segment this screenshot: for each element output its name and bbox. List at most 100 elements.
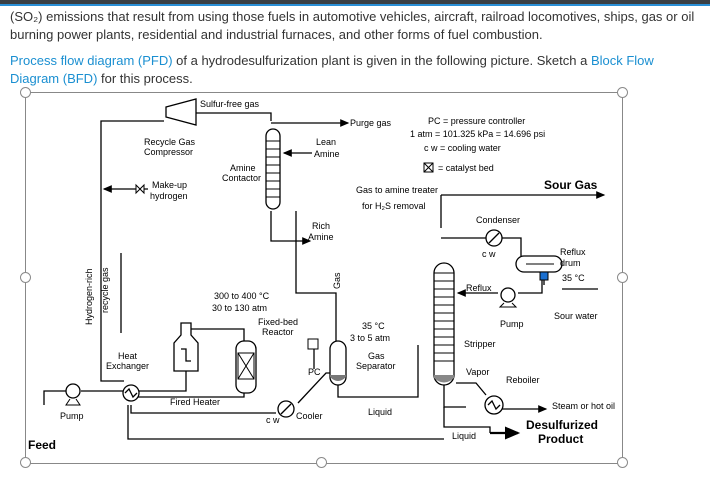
rich-amine-line <box>270 211 312 245</box>
resize-handle-middle-left[interactable] <box>20 272 31 283</box>
label-exchanger: Exchanger <box>106 361 149 371</box>
legend-catalyst-bed: = catalyst bed <box>438 163 494 173</box>
label-desulfurized: Desulfurized <box>526 418 598 432</box>
question-text-mid: of a hydrodesulfurization plant is given… <box>172 53 591 68</box>
reboiler <box>484 395 504 415</box>
label-reboiler: Reboiler <box>506 375 540 385</box>
label-feed: Feed <box>28 438 56 452</box>
liquid-bottom-line <box>443 407 491 433</box>
label-reflux: Reflux <box>466 283 492 293</box>
condenser <box>485 229 503 247</box>
cooler <box>277 400 295 418</box>
label-heat: Heat <box>118 351 138 361</box>
label-compressor: Compressor <box>144 147 193 157</box>
label-cooler: Cooler <box>296 411 323 421</box>
legend-cw: c w = cooling water <box>424 143 501 153</box>
feed-line <box>43 390 66 405</box>
stripper-bottom-line <box>443 385 466 408</box>
label-pump-right: Pump <box>500 319 524 329</box>
to-cooler-line <box>130 405 276 414</box>
separator-liquid-line <box>337 345 419 398</box>
label-sulfur-free-gas: Sulfur-free gas <box>200 99 260 109</box>
bfd-link[interactable]: Block Flow Diagram (BFD) <box>10 53 654 86</box>
hydrodesulfurization-pfd-image: Sulfur-free gas Purge gas PC = pressure … <box>25 92 623 464</box>
question-text-end: for this process. <box>97 71 193 86</box>
label-gas-separator-1: Gas <box>368 351 385 361</box>
fixed-bed-reactor <box>235 340 257 394</box>
label-gas-separator-2: Separator <box>356 361 396 371</box>
label-recycle-gas: Recycle Gas <box>144 137 196 147</box>
label-fixed-bed-1: Fixed-bed <box>258 317 298 327</box>
makeup-valve <box>135 183 145 195</box>
resize-handle-top-right[interactable] <box>617 87 628 98</box>
bottom-return-line <box>127 405 444 440</box>
label-product: Product <box>538 432 583 446</box>
label-fired-heater: Fired Heater <box>170 397 220 407</box>
legend-pc: PC = pressure controller <box>428 116 525 126</box>
label-lean: Lean <box>316 137 336 147</box>
intro-paragraph: (SO₂) emissions that result from using t… <box>10 9 695 42</box>
label-sour-water: Sour water <box>554 311 598 321</box>
reflux-drum <box>515 255 563 281</box>
pfd-piping <box>43 112 606 440</box>
label-rich: Rich <box>312 221 330 231</box>
reactor-effluent <box>138 393 245 398</box>
feed-pump <box>65 383 81 406</box>
label-purge-gas: Purge gas <box>350 118 392 128</box>
label-hydrogen-rich: Hydrogen-rich <box>84 268 94 325</box>
label-cw-condenser: c w <box>482 249 496 259</box>
resize-handle-top-left[interactable] <box>20 87 31 98</box>
label-pump-left: Pump <box>60 411 84 421</box>
label-temp-range: 300 to 400 °C <box>214 291 270 301</box>
gas-separator <box>329 340 347 386</box>
label-sep-pressure: 3 to 5 atm <box>350 333 390 343</box>
resize-handle-bottom-left[interactable] <box>20 457 31 468</box>
resize-handle-bottom-right[interactable] <box>617 457 628 468</box>
sulfur-free-gas-line <box>196 112 272 121</box>
pressure-controller <box>307 338 319 350</box>
reflux-drum-outlet <box>518 273 543 294</box>
fired-heater <box>173 322 199 372</box>
label-lean-amine: Amine <box>314 149 340 159</box>
amine-contactor <box>265 128 281 210</box>
label-stripper: Stripper <box>464 339 496 349</box>
pfd-link[interactable]: Process flow diagram (PFD) <box>10 53 173 68</box>
label-cw-cooler: c w <box>266 415 280 425</box>
condenser-line <box>441 237 522 256</box>
label-pressure-range: 30 to 130 atm <box>212 303 267 313</box>
reflux-pump <box>498 287 518 308</box>
label-reflux-drum-1: Reflux <box>560 247 586 257</box>
label-hydrogen: hydrogen <box>150 191 188 201</box>
label-recycle-gas-vertical: recycle gas <box>100 267 110 313</box>
to-heater-line <box>138 371 187 392</box>
label-amine-contactor-1: Amine <box>230 163 256 173</box>
top-bar <box>0 0 710 6</box>
vapor-line <box>456 382 487 396</box>
label-sep-temp: 35 °C <box>362 321 385 331</box>
label-pc: PC <box>308 367 321 377</box>
label-gas-to-amine: Gas to amine treater <box>356 185 438 195</box>
catalyst-bed-legend <box>423 162 434 173</box>
label-amine-contactor-2: Contactor <box>222 173 261 183</box>
resize-handle-middle-right[interactable] <box>617 272 628 283</box>
label-reflux-drum-2: drum <box>560 258 581 268</box>
top-bar-accent <box>0 4 710 6</box>
label-liquid-bottom: Liquid <box>452 431 476 441</box>
recycle-line <box>100 120 164 382</box>
label-steam: Steam or hot oil <box>552 401 615 411</box>
question-paragraph: Process flow diagram (PFD) of a hydrodes… <box>10 52 706 88</box>
label-liquid-mid: Liquid <box>368 407 392 417</box>
label-vapor: Vapor <box>466 367 489 377</box>
pfd-diagram: Sulfur-free gas Purge gas PC = pressure … <box>28 98 615 452</box>
resize-handle-bottom-center[interactable] <box>316 457 327 468</box>
recycle-gas-compressor <box>165 98 197 126</box>
heat-exchanger <box>122 384 140 402</box>
label-condenser: Condenser <box>476 215 520 225</box>
label-h2s-removal: for H₂S removal <box>362 201 426 211</box>
legend-atm: 1 atm = 101.325 kPa = 14.696 psi <box>410 129 545 139</box>
label-fixed-bed-2: Reactor <box>262 327 294 337</box>
label-gas-vertical: Gas <box>332 272 342 289</box>
gas-line <box>295 211 337 341</box>
label-makeup: Make-up <box>152 180 187 190</box>
label-sour-gas: Sour Gas <box>544 178 598 192</box>
